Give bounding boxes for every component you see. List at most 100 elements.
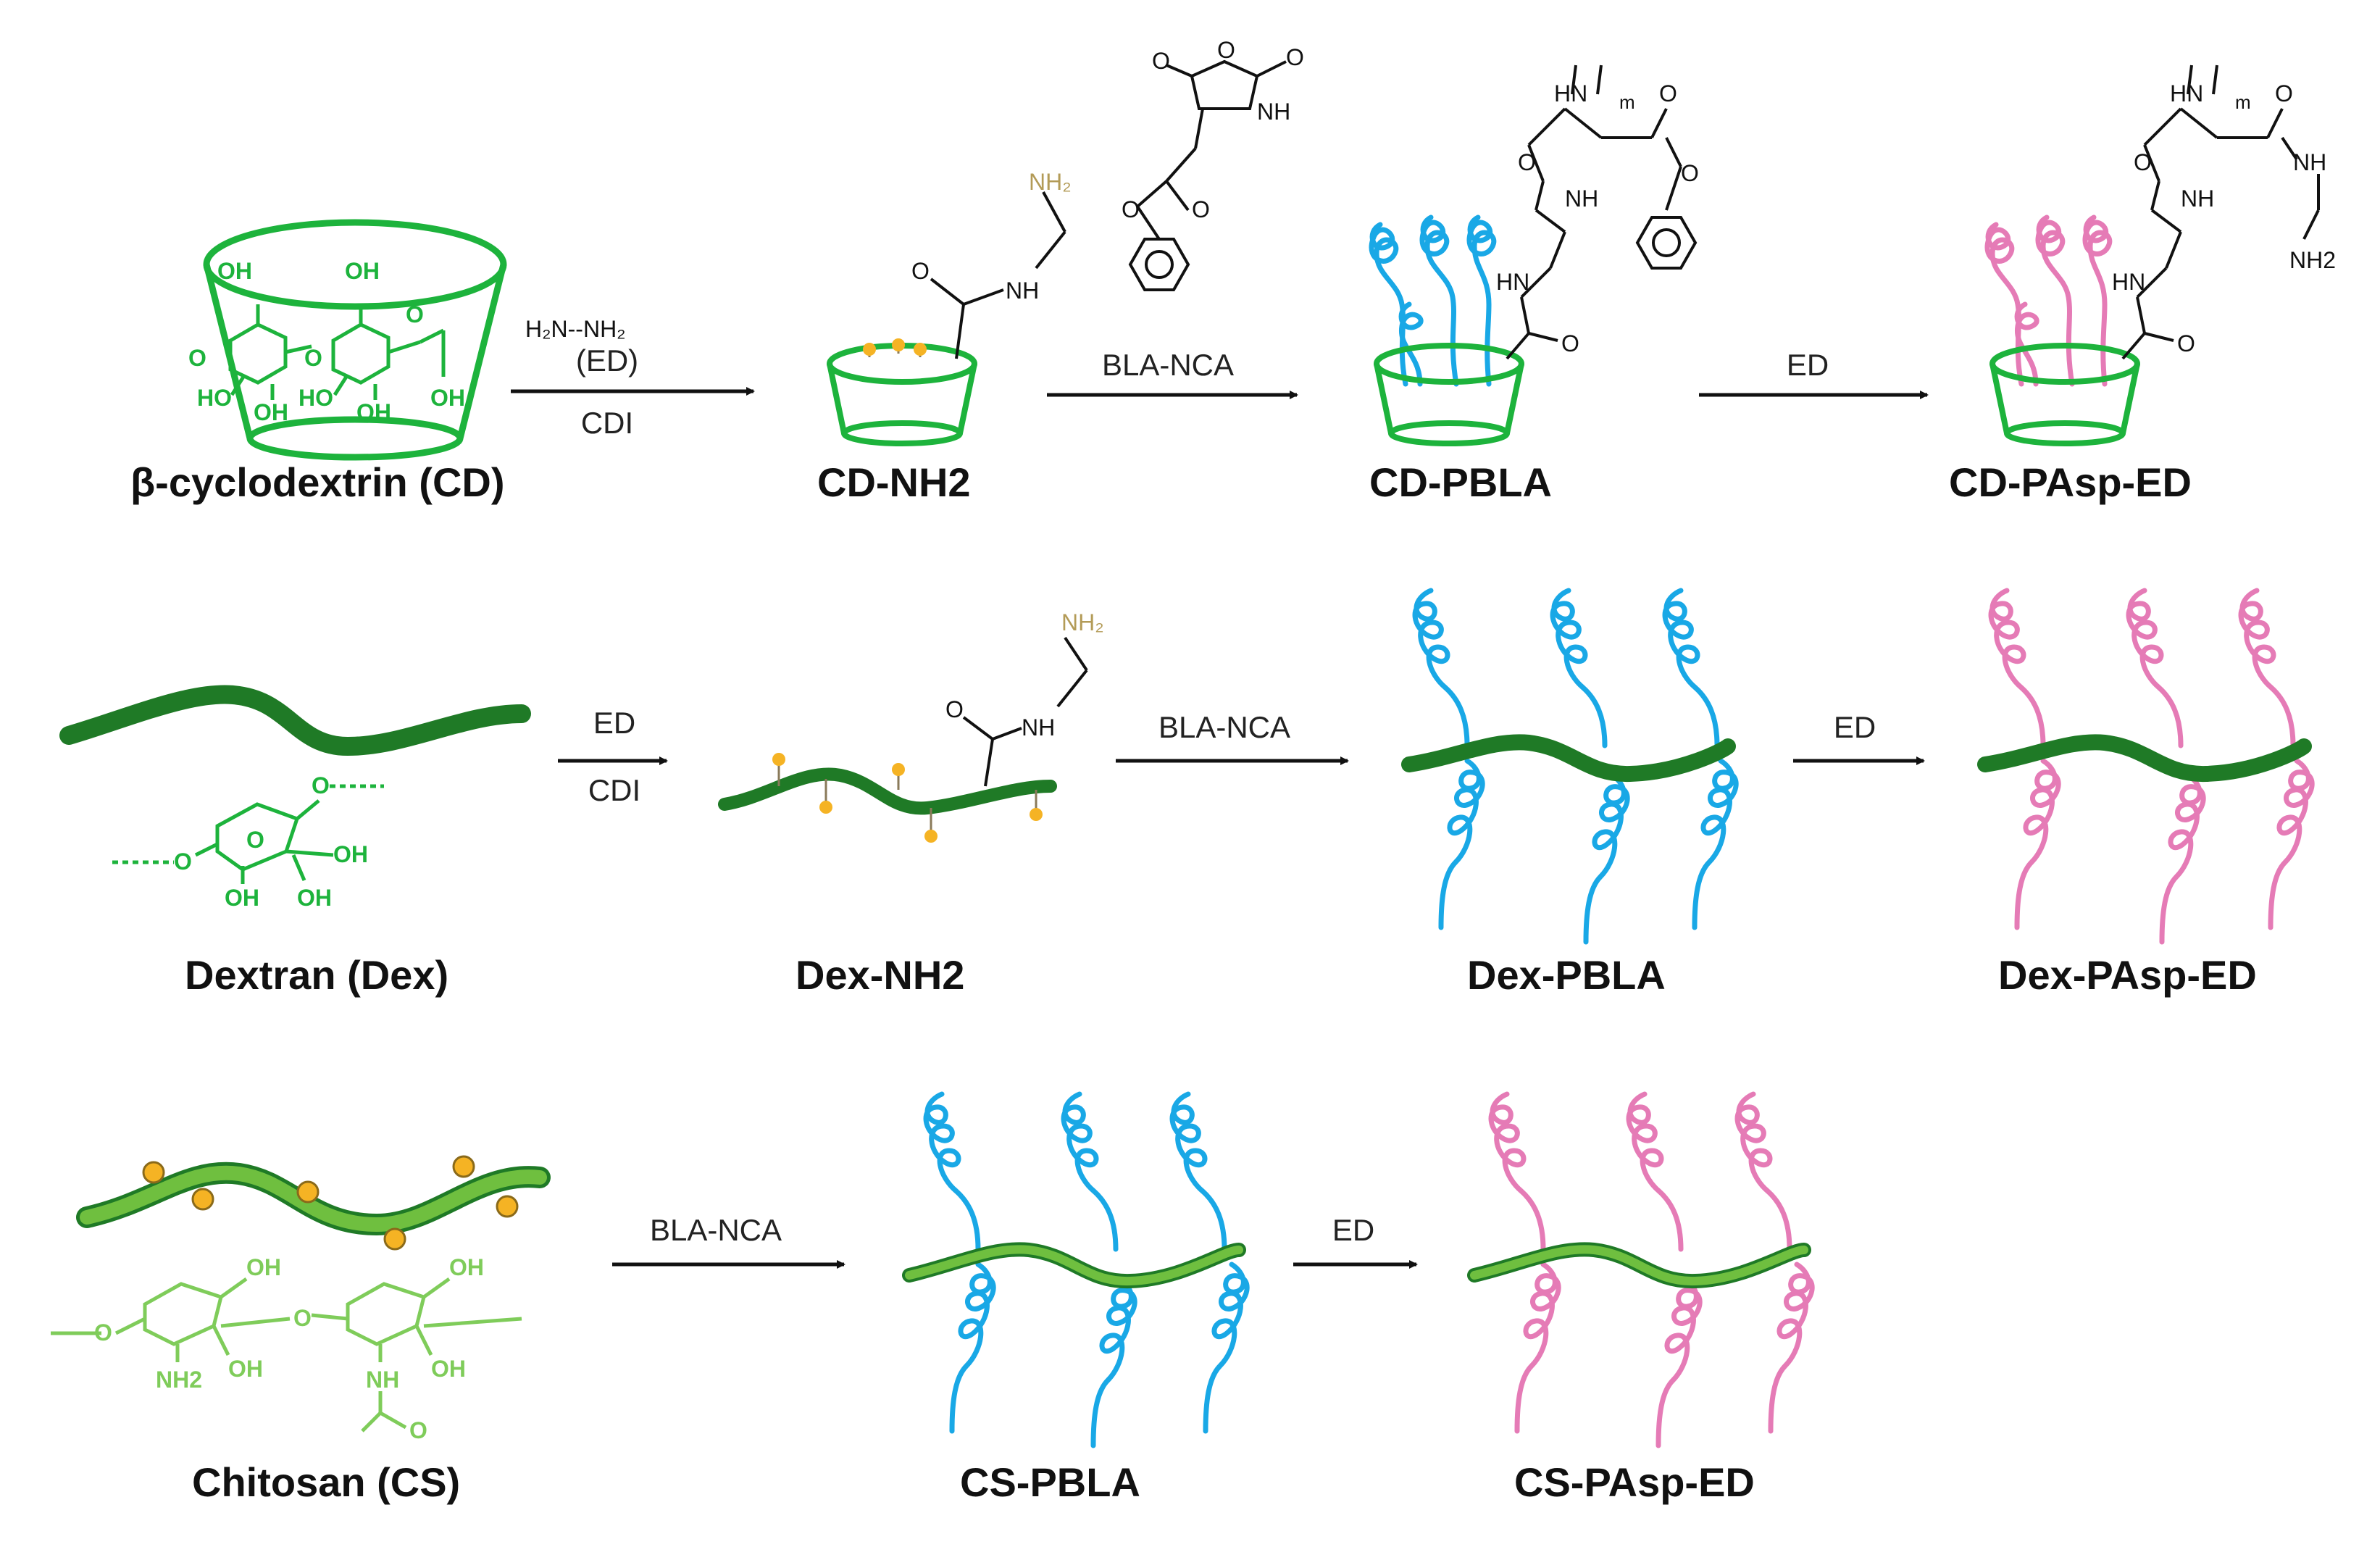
dex-nh2-icon: O NH NH₂: [718, 609, 1104, 843]
svg-text:NH: NH: [1006, 278, 1039, 304]
svg-text:O: O: [246, 827, 264, 853]
svg-text:OH: OH: [356, 399, 391, 425]
dex-step2-reagent: BLA-NCA: [1158, 710, 1290, 744]
svg-text:OH: OH: [228, 1356, 263, 1382]
dex-step1-bottom-reagent: CDI: [588, 773, 640, 807]
cd-pbla-icon: O HN NH O HN m O O: [1369, 64, 1699, 446]
svg-text:OH: OH: [449, 1254, 484, 1280]
cs-step2-arrow: ED: [1293, 1213, 1418, 1269]
cs-step1-arrow: BLA-NCA: [612, 1213, 845, 1269]
svg-text:O: O: [911, 258, 930, 284]
svg-text:m: m: [2235, 91, 2251, 113]
cd-pbla-label: CD-PBLA: [1369, 459, 1552, 505]
cd-nh2-label: CD-NH2: [817, 459, 971, 505]
svg-text:O: O: [409, 1417, 427, 1443]
svg-text:O: O: [188, 345, 206, 371]
svg-text:O: O: [304, 345, 322, 371]
dex-step3-arrow: ED: [1793, 710, 1925, 765]
dex-pasp-ed-icon: [1977, 591, 2312, 942]
svg-text:NH: NH: [366, 1367, 399, 1393]
dex-nh2-label: Dex-NH2: [796, 952, 964, 998]
svg-text:O: O: [1286, 44, 1304, 70]
dex-step3-reagent: ED: [1834, 710, 1876, 744]
bla-nca-structure-labels: O O O NH O O: [1122, 37, 1304, 222]
svg-text:O: O: [1681, 160, 1699, 186]
cyclodextrin-cone-icon: [203, 219, 507, 461]
cd-structure-labels: OH OH O O O HO OH HO OH OH: [188, 258, 465, 425]
cs-pasp-ed-icon: [1467, 1094, 1812, 1446]
cd-nh2-icon: O NH NH₂: [827, 169, 1072, 446]
svg-text:HN: HN: [1554, 80, 1587, 107]
svg-text:NH: NH: [1022, 714, 1055, 741]
svg-text:OH: OH: [297, 885, 332, 911]
svg-text:O: O: [2275, 80, 2293, 107]
svg-text:OH: OH: [345, 258, 380, 284]
svg-text:O: O: [1217, 37, 1235, 63]
svg-text:O: O: [945, 696, 964, 722]
svg-text:O: O: [1122, 196, 1140, 222]
cd-step1-arrow: H₂N‑‑NH₂ (ED) CDI: [511, 316, 755, 440]
dextran-structure-labels: O O OH OH OH O: [174, 772, 368, 911]
svg-text:O: O: [1152, 48, 1170, 74]
svg-text:OH: OH: [217, 258, 252, 284]
cd-step2-arrow: BLA-NCA: [1047, 348, 1298, 399]
cs-pbla-icon: [902, 1094, 1247, 1446]
cs-pbla-label: CS-PBLA: [960, 1459, 1140, 1505]
svg-text:O: O: [1561, 330, 1579, 356]
svg-text:HN: HN: [2170, 80, 2203, 107]
svg-text:OH: OH: [225, 885, 259, 911]
svg-text:OH: OH: [246, 1254, 281, 1280]
svg-text:O: O: [406, 301, 424, 328]
dex-pbla-icon: [1401, 591, 1736, 942]
chitosan-structure-labels: OH OH O O NH2 OH NH OH O: [94, 1254, 484, 1443]
svg-text:HN: HN: [1496, 269, 1529, 295]
svg-text:O: O: [94, 1319, 112, 1346]
svg-text:O: O: [2177, 330, 2195, 356]
cs-step2-reagent: ED: [1332, 1213, 1374, 1247]
cd-step3-reagent: ED: [1787, 348, 1829, 382]
svg-text:HO: HO: [298, 385, 333, 411]
svg-text:OH: OH: [254, 399, 288, 425]
cs-start-label: Chitosan (CS): [192, 1459, 460, 1505]
dex-pbla-label: Dex-PBLA: [1467, 952, 1666, 998]
svg-text:HO: HO: [197, 385, 232, 411]
svg-text:m: m: [1619, 91, 1635, 113]
svg-text:OH: OH: [431, 1356, 466, 1382]
svg-text:O: O: [174, 848, 192, 875]
svg-text:NH: NH: [1565, 185, 1598, 212]
svg-text:O: O: [1192, 196, 1210, 222]
svg-text:HN: HN: [2112, 269, 2145, 295]
svg-text:OH: OH: [333, 841, 368, 867]
dex-pasp-ed-label: Dex-PAsp-ED: [1998, 952, 2257, 998]
svg-text:O: O: [1518, 149, 1536, 175]
cd-pasp-ed-label: CD-PAsp-ED: [1949, 459, 2192, 505]
chitosan-structure-icon: [51, 1277, 522, 1433]
svg-text:NH: NH: [2293, 149, 2326, 175]
dex-start-label: Dextran (Dex): [185, 952, 448, 998]
dex-step2-arrow: BLA-NCA: [1116, 710, 1349, 765]
svg-text:O: O: [2134, 149, 2152, 175]
cd-step3-arrow: ED: [1699, 348, 1929, 399]
dex-step1-top-reagent: ED: [593, 706, 635, 740]
svg-text:NH: NH: [1257, 99, 1290, 125]
svg-text:NH2: NH2: [2289, 247, 2336, 273]
svg-text:NH: NH: [2181, 185, 2214, 212]
svg-text:OH: OH: [430, 385, 465, 411]
svg-text:NH₂: NH₂: [1061, 609, 1104, 635]
cs-step1-reagent: BLA-NCA: [650, 1213, 782, 1247]
svg-text:O: O: [312, 772, 330, 798]
ed-formula: H₂N‑‑NH₂: [525, 316, 626, 342]
dextran-structure-icon: [112, 784, 384, 884]
svg-text:NH2: NH2: [156, 1367, 202, 1393]
svg-text:NH₂: NH₂: [1029, 169, 1072, 195]
bla-nca-structure-icon: [1128, 59, 1287, 291]
cd-pasp-ed-icon: O HN NH O HN m O NH NH2: [1984, 64, 2336, 446]
cd-step1-bottom-reagent: CDI: [581, 406, 633, 440]
svg-text:O: O: [1659, 80, 1677, 107]
cs-pasp-ed-label: CS-PAsp-ED: [1514, 1459, 1755, 1505]
cd-start-label: β-cyclodextrin (CD): [130, 459, 504, 505]
cd-step2-reagent: BLA-NCA: [1102, 348, 1234, 382]
chitosan-backbone-icon: [76, 1155, 551, 1251]
svg-text:O: O: [293, 1305, 312, 1331]
